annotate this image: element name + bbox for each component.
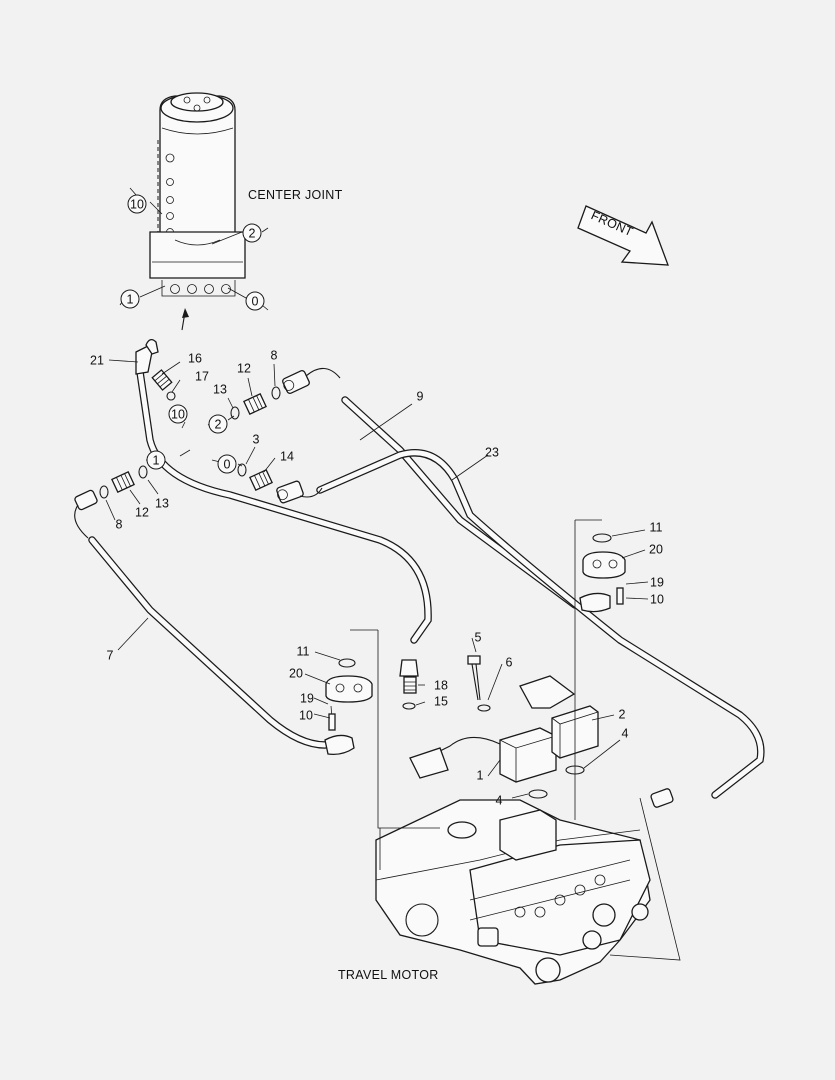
callout-cj-1: 1 [120, 289, 140, 309]
callout-p12a: 12 [237, 362, 251, 376]
callout-number: 23 [485, 446, 499, 460]
callout-p9: 9 [417, 390, 424, 404]
callout-p17: 17 [195, 370, 209, 384]
callout-number: 1 [153, 454, 160, 468]
callout-circle [208, 414, 228, 434]
callout-p6: 6 [506, 656, 513, 670]
callout-p19a: 19 [300, 692, 314, 706]
callout-p13a: 13 [213, 383, 227, 397]
callout-circle [127, 194, 147, 214]
travel-motor-title: TRAVEL MOTOR [338, 968, 439, 982]
callout-c10b: 10 [168, 404, 188, 424]
callout-number: 10 [650, 593, 664, 607]
callout-number: 2 [215, 418, 222, 432]
callout-p12b: 12 [135, 506, 149, 520]
callout-number: 5 [475, 631, 482, 645]
callout-number: 11 [650, 521, 663, 535]
callout-number: 17 [195, 370, 209, 384]
callout-number: 0 [252, 295, 259, 309]
callout-circle [168, 404, 188, 424]
callout-p13b: 13 [155, 497, 169, 511]
callout-c1b: 1 [146, 450, 166, 470]
callout-p11a: 11 [297, 645, 310, 659]
front-arrow: FRONT [577, 205, 669, 266]
callout-number: 10 [171, 408, 185, 422]
callout-number: 13 [155, 497, 169, 511]
callout-number: 19 [300, 692, 314, 706]
callout-number: 19 [650, 576, 664, 590]
callout-p3: 3 [253, 433, 260, 447]
callout-p19b: 19 [650, 576, 664, 590]
callout-number: 2 [249, 227, 256, 241]
callout-c0b: 0 [217, 454, 237, 474]
callout-number: 7 [107, 649, 114, 663]
center-joint [149, 92, 246, 331]
callout-number: 10 [299, 709, 313, 723]
callout-number: 12 [237, 362, 251, 376]
callout-number: 13 [213, 383, 227, 397]
callout-number: 0 [224, 458, 231, 472]
callout-circle [120, 289, 140, 309]
callout-cj-10: 10 [127, 194, 147, 214]
callout-number: 1 [477, 769, 484, 783]
callout-p1: 1 [477, 769, 484, 783]
callout-p23: 23 [485, 446, 499, 460]
callout-p8a: 8 [271, 349, 278, 363]
callout-number: 8 [116, 518, 123, 532]
callout-p18: 18 [434, 679, 448, 693]
callout-circle [245, 291, 265, 311]
callout-number: 6 [506, 656, 513, 670]
callout-p20b: 20 [649, 543, 663, 557]
callout-c2b: 2 [208, 414, 228, 434]
valve-blocks [409, 675, 599, 799]
callout-number: 18 [434, 679, 448, 693]
callout-number: 4 [622, 727, 629, 741]
callout-p10b: 10 [650, 593, 664, 607]
callout-number: 4 [496, 794, 503, 808]
callout-cj-0: 0 [245, 291, 265, 311]
callout-number: 10 [130, 198, 144, 212]
callout-p15: 15 [434, 695, 448, 709]
callout-p10a: 10 [299, 709, 313, 723]
callout-number: 16 [188, 352, 202, 366]
callout-number: 12 [135, 506, 149, 520]
travel-motor [375, 799, 651, 985]
callout-p7: 7 [107, 649, 114, 663]
callout-number: 8 [271, 349, 278, 363]
callout-circle [217, 454, 237, 474]
callout-p11b: 11 [650, 521, 663, 535]
callout-circle [242, 223, 262, 243]
center-joint-title: CENTER JOINT [248, 188, 343, 202]
callout-number: 21 [90, 354, 104, 368]
callout-p16: 16 [188, 352, 202, 366]
callout-number: 20 [289, 667, 303, 681]
callout-number: 15 [434, 695, 448, 709]
callout-p14: 14 [280, 450, 294, 464]
callout-p5: 5 [475, 631, 482, 645]
callout-p20a: 20 [289, 667, 303, 681]
callout-number: 14 [280, 450, 294, 464]
callout-number: 20 [649, 543, 663, 557]
callout-number: 3 [253, 433, 260, 447]
callout-p2: 2 [619, 708, 626, 722]
callout-p4a: 4 [622, 727, 629, 741]
callout-p4b: 4 [496, 794, 503, 808]
fittings [74, 338, 674, 808]
callout-cj-2: 2 [242, 223, 262, 243]
callout-p8b: 8 [116, 518, 123, 532]
callout-circle [146, 450, 166, 470]
callout-number: 1 [127, 293, 134, 307]
callout-p21: 21 [90, 354, 104, 368]
callout-number: 11 [297, 645, 310, 659]
callout-number: 2 [619, 708, 626, 722]
callout-number: 9 [417, 390, 424, 404]
leader-lines [105, 187, 681, 961]
